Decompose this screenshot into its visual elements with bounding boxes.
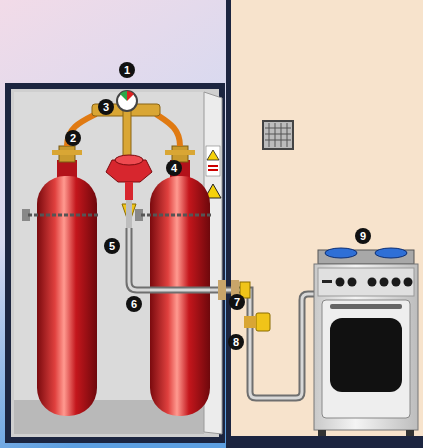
pressure-gauge: [117, 91, 137, 111]
stove-knob: [336, 278, 345, 287]
cylinder-chain: [141, 214, 212, 217]
callout-number: 5: [104, 238, 120, 254]
regulator-cap: [115, 155, 143, 165]
cabinet: [8, 86, 222, 440]
valve-handle: [52, 150, 82, 155]
callout-number: 6: [126, 296, 142, 312]
stove-knob: [380, 278, 389, 287]
stove-knob: [368, 278, 377, 287]
kitchen-wall: [228, 0, 423, 448]
stove-indicator: [322, 280, 332, 283]
gas-pipe-highlight: [129, 228, 316, 398]
stove-knob: [392, 278, 401, 287]
air-vent: [263, 121, 293, 149]
gauge-red: [127, 91, 134, 101]
gauge-green: [120, 91, 127, 101]
burner: [375, 248, 407, 258]
kitchen-floor: [228, 436, 423, 448]
gas-pipe: [129, 228, 316, 398]
warning-stripe: [208, 169, 218, 171]
burner: [325, 248, 357, 258]
callout-number: 3: [98, 99, 114, 115]
warning-triangle: [207, 150, 219, 160]
valve-handle: [165, 150, 195, 155]
stove-knob: [404, 278, 413, 287]
oven-handle: [330, 304, 402, 309]
pigtail-hose: [156, 114, 180, 146]
manifold-stem: [123, 110, 131, 156]
wall-sleeve: [218, 280, 226, 300]
warning-stripe: [208, 165, 218, 167]
appliance-valve: [256, 313, 270, 331]
callout-number: 2: [65, 130, 81, 146]
control-panel: [318, 268, 414, 296]
callout-number: 9: [355, 228, 371, 244]
stove-knob: [348, 278, 357, 287]
vent-grid: [265, 123, 291, 147]
dividing-wall: [226, 0, 231, 448]
oven-window: [330, 318, 402, 392]
pipe-fitting: [126, 200, 132, 230]
regulator-outlet: [125, 182, 133, 200]
stove-foot: [318, 430, 326, 436]
valve-body: [244, 316, 256, 328]
gas-cylinder: [150, 176, 210, 416]
gas-cylinder: [37, 176, 97, 416]
callout-number: 7: [229, 294, 245, 310]
warning-sign: [206, 146, 220, 176]
callout-number: 8: [228, 334, 244, 350]
stove-foot: [406, 430, 414, 436]
callout-number: 4: [166, 160, 182, 176]
stove-body: [314, 264, 418, 430]
outer-wall: [0, 0, 228, 448]
oven-door: [322, 300, 410, 418]
cylinder-chain: [28, 214, 100, 217]
callout-number: 1: [119, 62, 135, 78]
